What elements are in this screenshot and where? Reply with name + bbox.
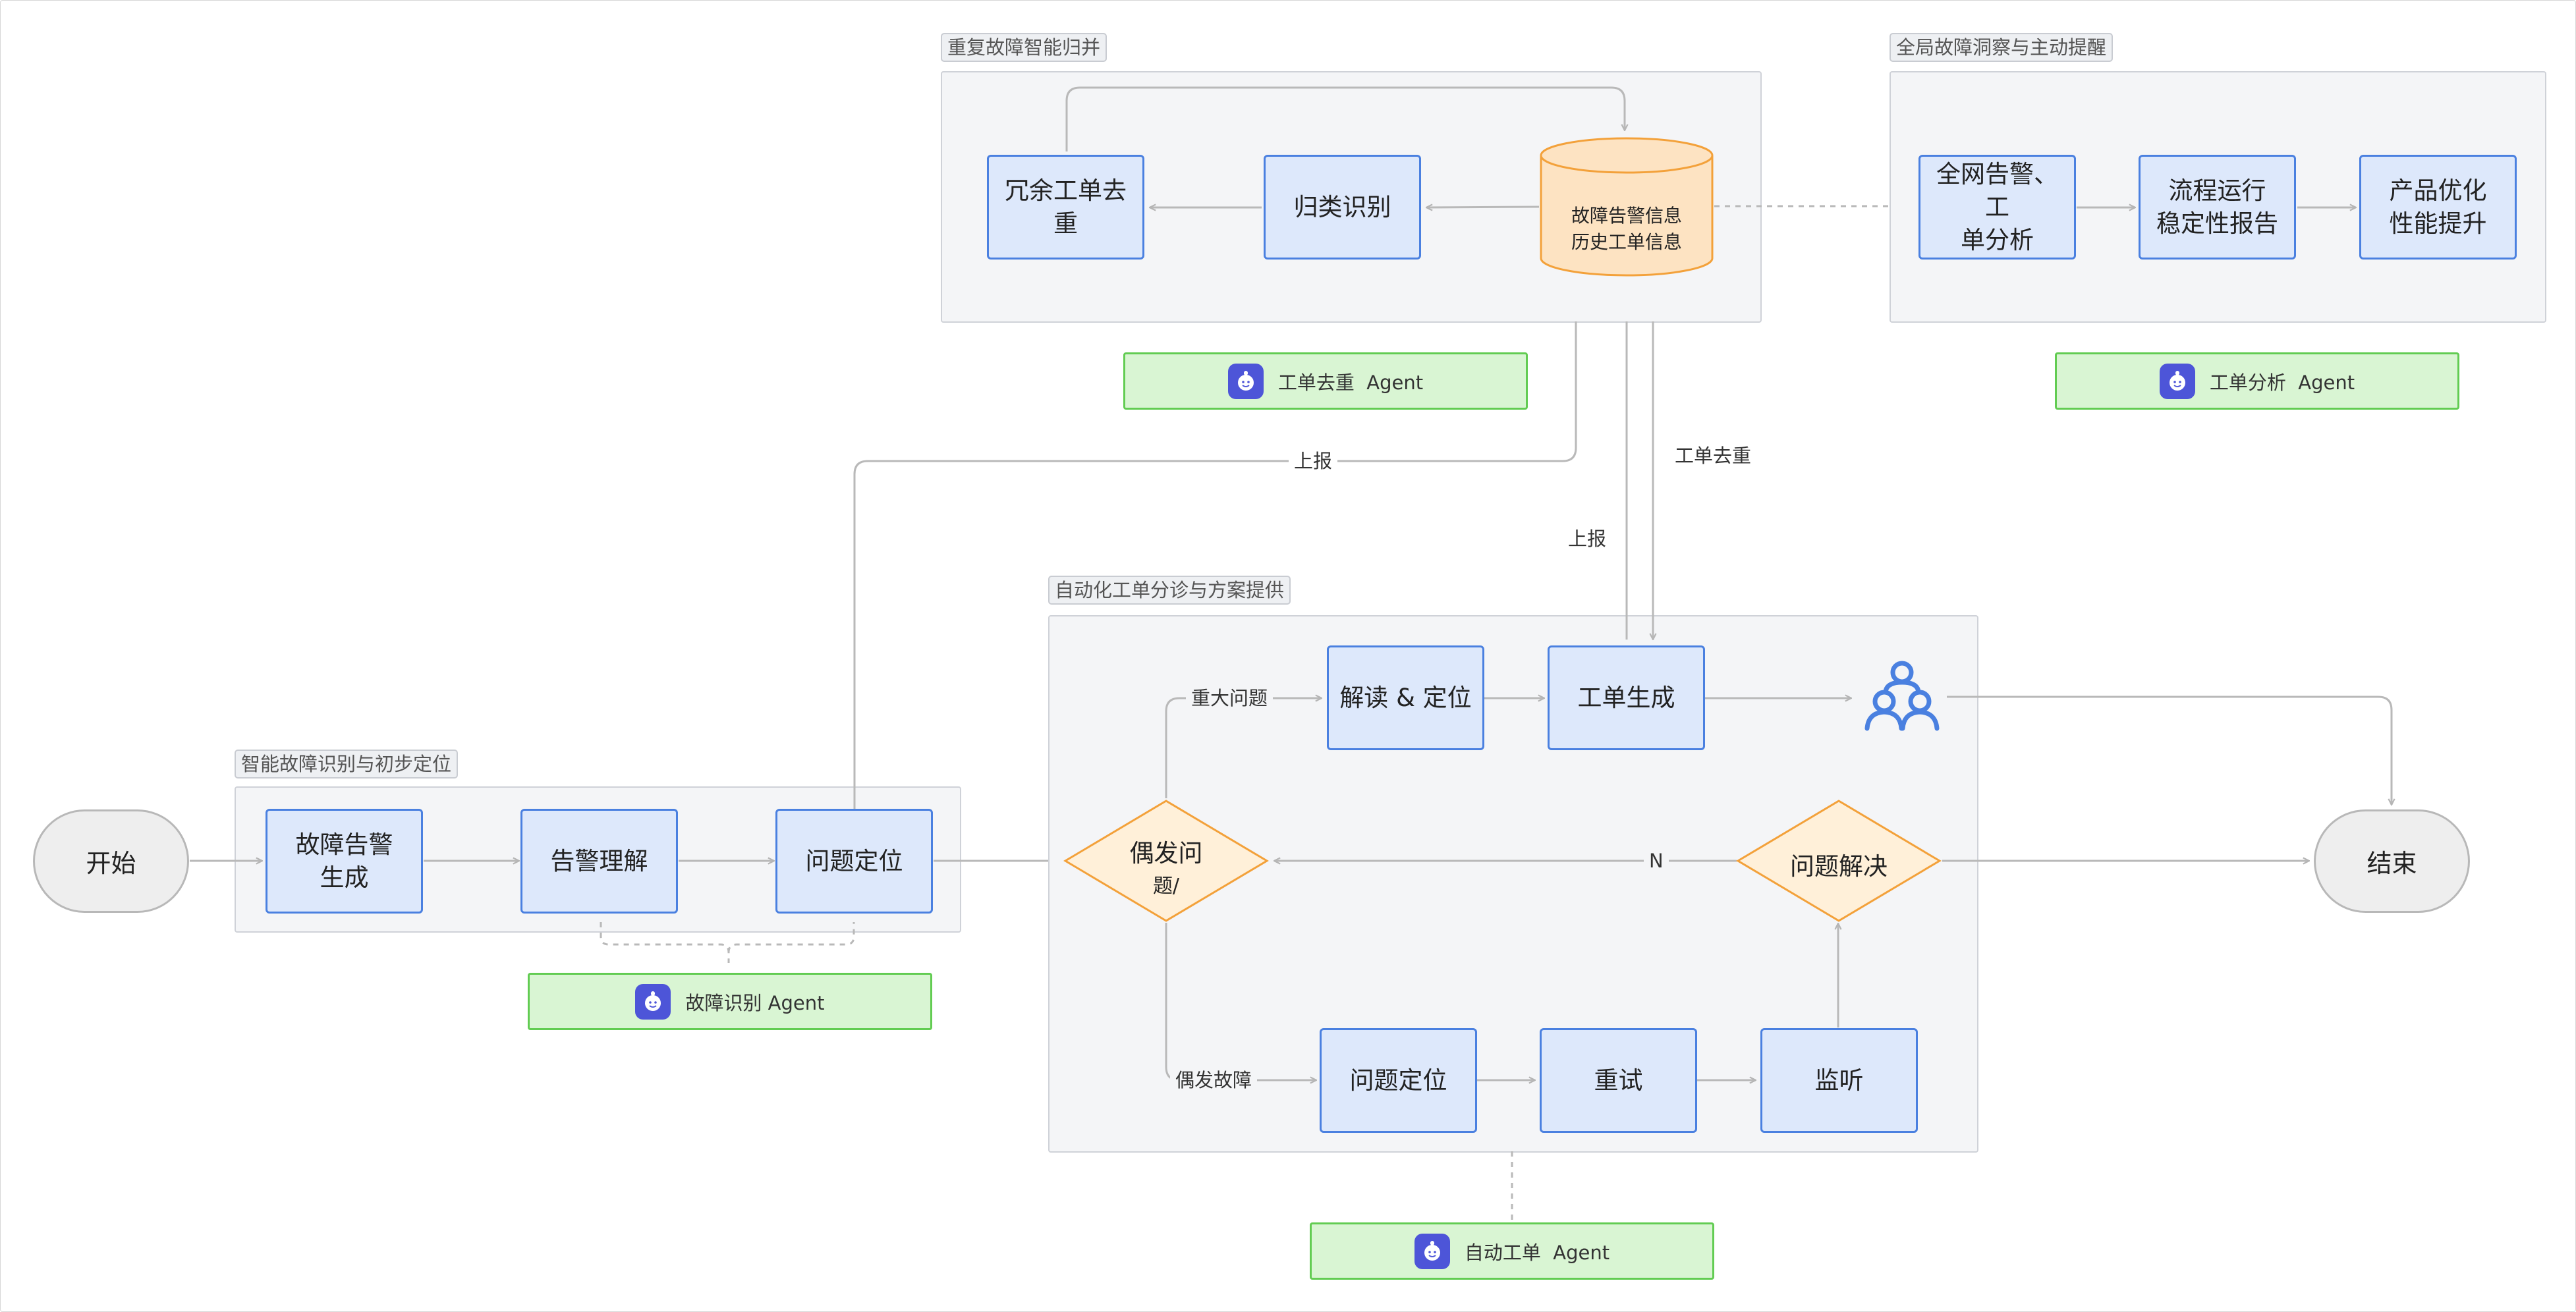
edge-diamond-up (1165, 698, 1322, 798)
agent-auto-label: 自动工单 Agent (1464, 1241, 1610, 1264)
diamond-sporadic-line2: 题/ (1152, 875, 1180, 898)
end-node[interactable]: 结束 (2314, 809, 2470, 913)
group-title-recog: 智能故障识别与初步定位 (235, 750, 459, 779)
node-interpret-locate[interactable]: 解读 & 定位 (1327, 645, 1484, 750)
start-node[interactable]: 开始 (33, 809, 189, 913)
edge-people-end (1947, 696, 2392, 805)
node-alarm-generate[interactable]: 故障告警 生成 (266, 809, 423, 914)
group-title-merge: 重复故障智能归并 (941, 33, 1107, 62)
db-cylinder-shape (1540, 137, 1714, 277)
robot-face-icon (2159, 363, 2195, 399)
label-report-2: 上报 (1563, 526, 1612, 551)
agent-auto[interactable]: 自动工单 Agent (1310, 1222, 1714, 1280)
node-product-optimize[interactable]: 产品优化 性能提升 (2359, 155, 2517, 260)
label-major: 重大问题 (1186, 686, 1274, 711)
brace-recog-agent (600, 922, 855, 963)
agent-dedup-label: 工单去重 Agent (1277, 371, 1424, 394)
robot-face-icon (1414, 1233, 1450, 1269)
node-monitor[interactable]: 监听 (1760, 1028, 1918, 1133)
diamond-sporadic-shape (1063, 800, 1269, 922)
diamond-resolved-shape (1736, 800, 1942, 922)
node-retry[interactable]: 重试 (1540, 1028, 1697, 1133)
label-sporadic-fault: 偶发故障 (1170, 1068, 1258, 1093)
node-alarm-understand[interactable]: 告警理解 (520, 809, 678, 914)
label-dedup: 工单去重 (1669, 443, 1757, 468)
node-global-analysis[interactable]: 全网告警、工 单分析 (1918, 155, 2076, 260)
group-title-insight: 全局故障洞察与主动提醒 (1890, 33, 2114, 62)
node-locate-2[interactable]: 问题定位 (1320, 1028, 1477, 1133)
node-classify[interactable]: 归类识别 (1264, 155, 1421, 260)
robot-face-icon (635, 983, 671, 1020)
agent-dedup[interactable]: 工单去重 Agent (1123, 352, 1528, 410)
people-group-icon (1864, 661, 1940, 731)
agent-analysis-label: 工单分析 Agent (2209, 371, 2355, 394)
edge-report-1 (853, 321, 1577, 809)
label-report-1: 上报 (1289, 449, 1338, 474)
node-ticket-generate[interactable]: 工单生成 (1548, 645, 1705, 750)
node-redundant-dedup[interactable]: 冗余工单去重 (987, 155, 1144, 260)
db-label-line1: 故障告警信息 (1571, 205, 1682, 227)
robot-face-icon (1227, 363, 1264, 399)
group-title-auto: 自动化工单分诊与方案提供 (1048, 576, 1291, 605)
diamond-resolved-text: 问题解决 (1790, 852, 1888, 881)
db-label-line2: 历史工单信息 (1571, 231, 1682, 253)
edge-diamond-down (1165, 923, 1316, 1080)
agent-recog[interactable]: 故障识别 Agent (528, 973, 932, 1030)
node-locate-1[interactable]: 问题定位 (775, 809, 933, 914)
agent-analysis[interactable]: 工单分析 Agent (2055, 352, 2459, 410)
agent-recog-label: 故障识别 Agent (685, 991, 825, 1014)
diamond-sporadic-line1: 偶发问 (1129, 839, 1203, 867)
node-process-report[interactable]: 流程运行 稳定性报告 (2139, 155, 2296, 260)
label-no: N (1644, 848, 1669, 873)
edge-redundant-loop (1065, 86, 1625, 151)
